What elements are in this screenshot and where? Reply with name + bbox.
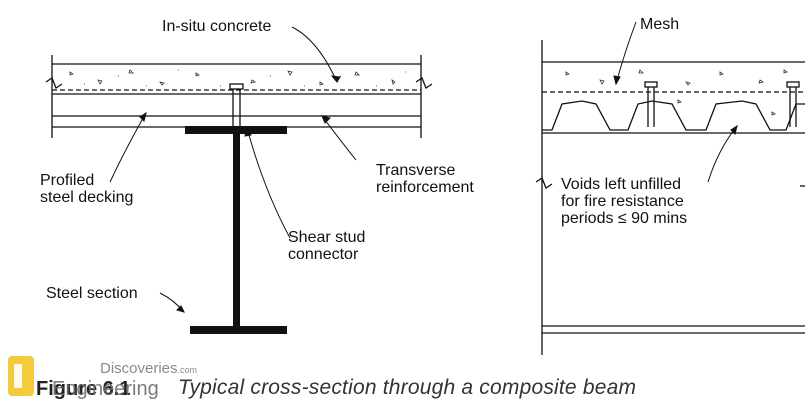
right-profiled-deck <box>542 100 805 131</box>
figure-caption: Typical cross-section through a composit… <box>178 376 637 399</box>
break-mark-left <box>45 77 63 89</box>
watermark-brand-line1: Discoveries.com <box>100 360 197 377</box>
watermark-brand-tld: .com <box>177 365 198 375</box>
leader-lines-right <box>613 21 738 183</box>
figure-number: Figure 6.1 <box>36 378 131 400</box>
right-break-mark <box>535 177 553 189</box>
shear-stud <box>229 83 244 126</box>
concrete-texture <box>69 69 406 87</box>
right-stud-head-1 <box>644 81 658 88</box>
watermark-logo <box>8 356 34 396</box>
break-mark-right <box>415 77 433 89</box>
label-mesh: Mesh <box>640 16 680 33</box>
right-concrete-texture <box>565 69 788 116</box>
leader-lines-left <box>109 26 357 313</box>
right-stud-head-2 <box>786 81 800 88</box>
label-in-situ-concrete: In-situ concrete <box>162 18 272 35</box>
watermark-brand-line2: Engineering <box>52 378 159 400</box>
watermark-brand-name: Discoveries <box>100 360 178 377</box>
label-shear-stud-connector: Shear stud connector <box>288 229 366 263</box>
label-transverse-reinforcement: Transverse reinforcement <box>376 162 474 196</box>
steel-i-section <box>185 126 287 334</box>
label-steel-section: Steel section <box>46 285 138 302</box>
label-profiled-steel-decking: Profiled steel decking <box>40 172 134 206</box>
label-voids-unfilled: Voids left unfilled for fire resistance … <box>561 176 688 227</box>
